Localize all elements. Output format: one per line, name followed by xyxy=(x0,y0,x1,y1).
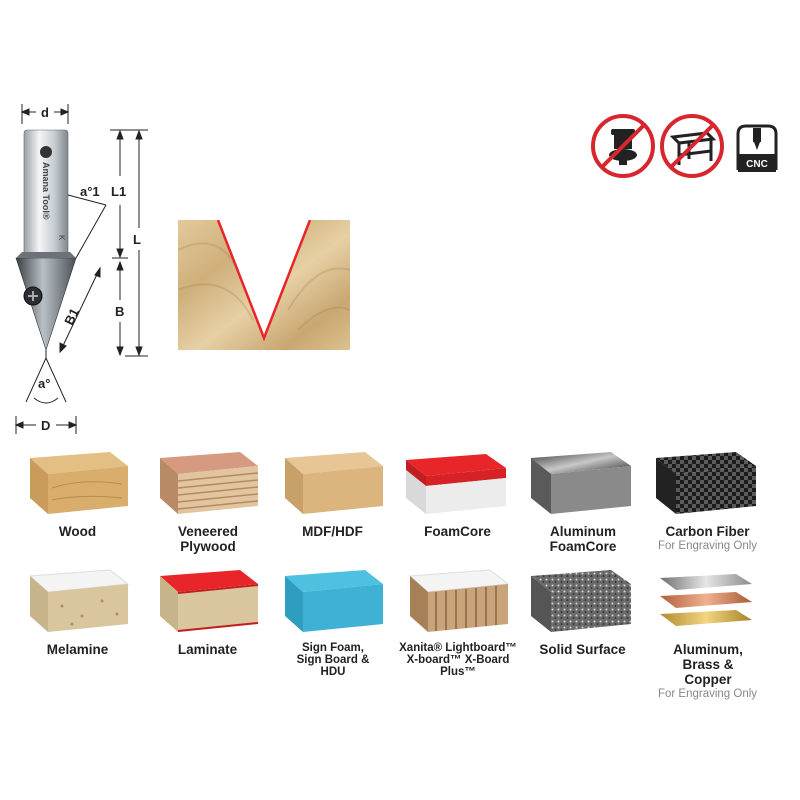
material-label: Wood xyxy=(58,524,97,539)
label-B: B xyxy=(115,304,124,319)
xanita-swatch xyxy=(408,569,509,632)
sign-foam-swatch xyxy=(284,570,383,632)
label-angle: a° xyxy=(38,376,50,391)
material-wood: Wood xyxy=(15,448,140,539)
dimension-B xyxy=(116,260,124,357)
v-groove-sample xyxy=(178,220,350,350)
material-sub: For Engraving Only xyxy=(657,688,758,700)
aluminum-foamcore-swatch xyxy=(530,452,631,514)
angle-indicator xyxy=(25,357,67,404)
material-label: Xanita® Lightboard™ X-board™ X-Board Plu… xyxy=(399,642,517,678)
cutter-collar xyxy=(16,252,76,258)
material-sign-foam: Sign Foam, Sign Board & HDU xyxy=(270,566,395,678)
label-B1: B1 xyxy=(61,306,82,328)
material-foamcore: FoamCore xyxy=(395,448,520,539)
cnc-label: CNC xyxy=(746,159,768,170)
label-L: L xyxy=(133,232,141,247)
v-groove-cut-line xyxy=(216,220,312,342)
dimension-L1 xyxy=(110,129,130,259)
material-laminate: Laminate xyxy=(145,566,270,657)
amana-logo-icon xyxy=(40,146,52,158)
metals-swatch xyxy=(659,574,752,626)
laminate-swatch xyxy=(159,570,258,632)
mdf-swatch xyxy=(284,452,383,514)
plywood-swatch xyxy=(159,452,258,514)
label-angle1: a°1 xyxy=(80,184,100,199)
melamine-swatch xyxy=(28,569,129,632)
wood-swatch xyxy=(29,452,128,514)
material-mdf-hdf: MDF/HDF xyxy=(270,448,395,539)
cnc-icon: CNC xyxy=(736,124,778,172)
label-L1: L1 xyxy=(111,184,126,199)
material-label: FoamCore xyxy=(424,524,491,539)
router-bit-drawing: d Amana Tool® K L1 xyxy=(14,104,148,434)
material-xanita: Xanita® Lightboard™ X-board™ X-Board Plu… xyxy=(395,566,520,678)
carbon-fiber-swatch xyxy=(655,452,756,514)
material-label: Laminate xyxy=(177,642,238,657)
material-label: Sign Foam, Sign Board & HDU xyxy=(296,642,370,678)
material-solid-surface: Solid Surface xyxy=(520,566,645,657)
material-melamine: Melamine xyxy=(15,566,140,657)
material-label: MDF/HDF xyxy=(302,524,363,539)
dimension-B1 xyxy=(59,266,101,354)
solid-surface-swatch xyxy=(530,570,631,632)
shank-code: K xyxy=(57,235,66,241)
material-veneered-plywood: Veneered Plywood xyxy=(145,448,270,554)
material-label: Aluminum, Brass & Copper xyxy=(673,642,743,687)
dimension-d xyxy=(20,104,70,124)
label-d: d xyxy=(41,105,49,120)
material-label: Melamine xyxy=(46,642,109,657)
material-label: Solid Surface xyxy=(539,642,626,657)
angle1-indicator xyxy=(67,194,107,259)
material-sub: For Engraving Only xyxy=(657,540,758,552)
shank-marking: Amana Tool® xyxy=(41,162,51,220)
no-hand-router-icon xyxy=(591,114,655,178)
material-carbon-fiber: Carbon Fiber For Engraving Only xyxy=(645,448,770,553)
no-router-table-icon xyxy=(660,114,724,178)
material-label: Veneered Plywood xyxy=(177,524,239,554)
foamcore-swatch xyxy=(405,454,506,514)
wood-block xyxy=(178,220,350,350)
material-metals: Aluminum, Brass & Copper For Engraving O… xyxy=(645,566,770,701)
material-label: Carbon Fiber xyxy=(665,524,750,539)
material-label: Aluminum FoamCore xyxy=(549,524,617,554)
dimension-L xyxy=(125,129,148,357)
material-aluminum-foamcore: Aluminum FoamCore xyxy=(520,448,645,554)
dimension-D xyxy=(14,416,78,434)
label-D: D xyxy=(41,418,50,433)
